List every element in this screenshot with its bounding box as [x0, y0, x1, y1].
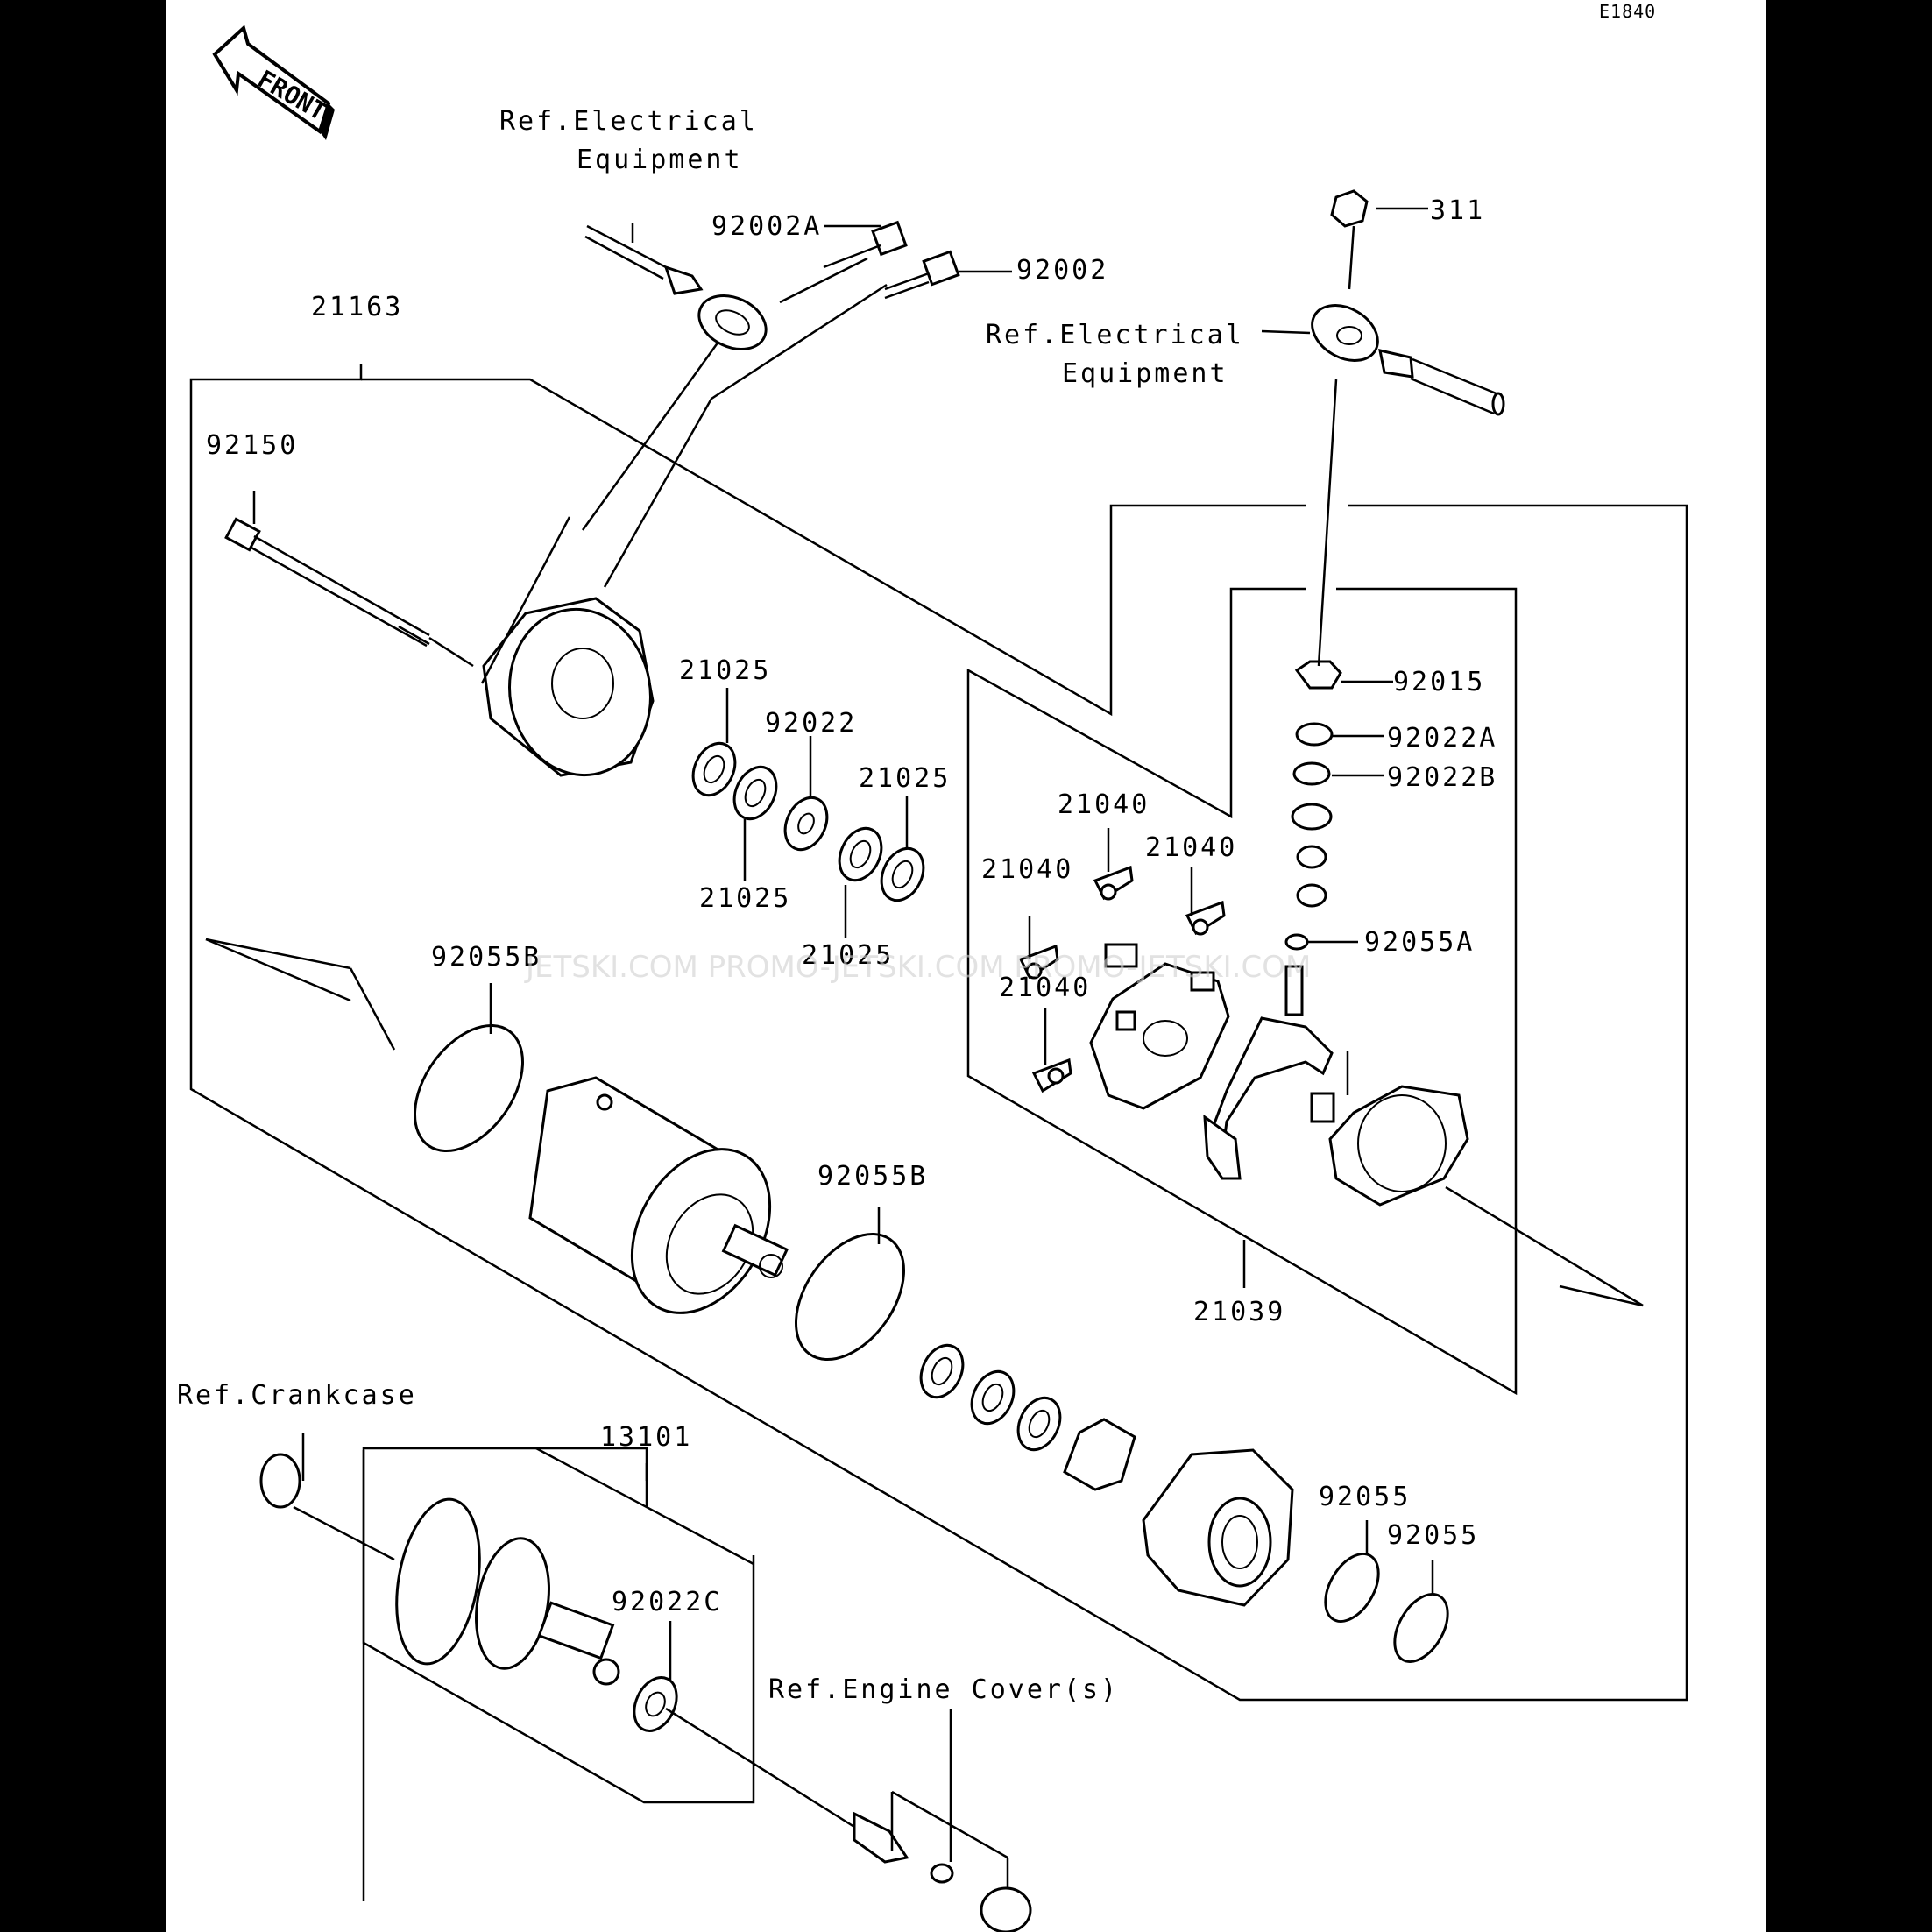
label-13101: 13101 — [600, 1422, 692, 1453]
electrical-cable-left — [584, 223, 768, 350]
electrical-cable-right — [1311, 189, 1505, 667]
diagram-id: E1840 — [1599, 1, 1656, 22]
washer-92022C — [633, 1676, 855, 1829]
bolt-92002 — [884, 250, 960, 300]
leader-lines — [205, 207, 1644, 1681]
label-92055-b: 92055 — [1387, 1520, 1479, 1551]
label-92150: 92150 — [206, 430, 298, 461]
labels: Ref.Electrical Equipment 92002A 92002 31… — [177, 106, 1497, 1705]
spring-and-bushing — [853, 1709, 1032, 1932]
oring-92055B-upper — [413, 1023, 525, 1153]
group-13101-bracket — [362, 1447, 755, 1901]
oring-92055-b — [1393, 1593, 1449, 1663]
label-21025-b: 21025 — [859, 763, 951, 794]
brush-holder-plate — [1089, 943, 1230, 1110]
label-92055A: 92055A — [1364, 927, 1475, 958]
label-92022: 92022 — [765, 708, 857, 739]
front-arrow-icon: FRONT — [212, 25, 335, 140]
bolt-92002A — [779, 220, 908, 304]
label-21040-b: 21040 — [1145, 832, 1237, 863]
end-cover-rear — [480, 516, 655, 777]
ref-electrical-1-line2: Equipment — [577, 145, 743, 175]
label-92002: 92002 — [1016, 255, 1108, 286]
washers-upper-set — [691, 741, 925, 902]
yoke-cover — [1328, 1085, 1469, 1207]
oring-92055-a — [1324, 1553, 1380, 1623]
bolt-92150 — [224, 517, 474, 668]
oring-92055B-lower — [794, 1232, 906, 1362]
label-21025-c: 21025 — [699, 883, 791, 914]
ref-engine-cover: Ref.Engine Cover(s) — [768, 1674, 1119, 1705]
ref-electrical-2-line2: Equipment — [1062, 358, 1228, 389]
label-21040-a: 21040 — [1058, 789, 1150, 820]
ref-crankcase: Ref.Crankcase — [177, 1380, 417, 1411]
label-92015: 92015 — [1393, 667, 1485, 697]
label-92002A: 92002A — [711, 211, 822, 242]
ref-electrical-2-line1: Ref.Electrical — [986, 320, 1244, 350]
front-cover — [1142, 1448, 1294, 1607]
ref-electrical-1-line1: Ref.Electrical — [499, 106, 758, 137]
label-21025-a: 21025 — [679, 655, 771, 686]
label-92055B-lower: 92055B — [817, 1161, 928, 1192]
label-21040-d: 21040 — [999, 973, 1091, 1003]
label-21025-d: 21025 — [802, 940, 894, 971]
brush-springs-21040 — [1018, 865, 1226, 1093]
watermark: JETSKI.COM PROMO-JETSKI.COM PROMO-JETSKI… — [524, 950, 1311, 985]
bushing-ref-crankcase — [259, 1433, 395, 1561]
label-311: 311 — [1430, 195, 1485, 226]
terminal-washer-stack — [1284, 660, 1342, 1016]
label-92022A: 92022A — [1387, 723, 1497, 754]
label-92022C: 92022C — [612, 1587, 722, 1617]
starter-clutch-gear — [395, 1497, 620, 1686]
washers-lower-set — [919, 1343, 1136, 1491]
label-21040-c: 21040 — [981, 854, 1073, 885]
starter-motor-yoke — [528, 1076, 789, 1314]
label-92055-a: 92055 — [1319, 1482, 1411, 1512]
label-92055B-upper: 92055B — [431, 942, 541, 973]
group-21039-bracket — [966, 587, 1518, 1396]
label-21163: 21163 — [311, 292, 403, 322]
group-21163-bracket — [189, 364, 1688, 1702]
label-92022B: 92022B — [1387, 762, 1497, 793]
label-21039: 21039 — [1193, 1297, 1285, 1327]
brush-plate-bracket — [1203, 1016, 1349, 1180]
